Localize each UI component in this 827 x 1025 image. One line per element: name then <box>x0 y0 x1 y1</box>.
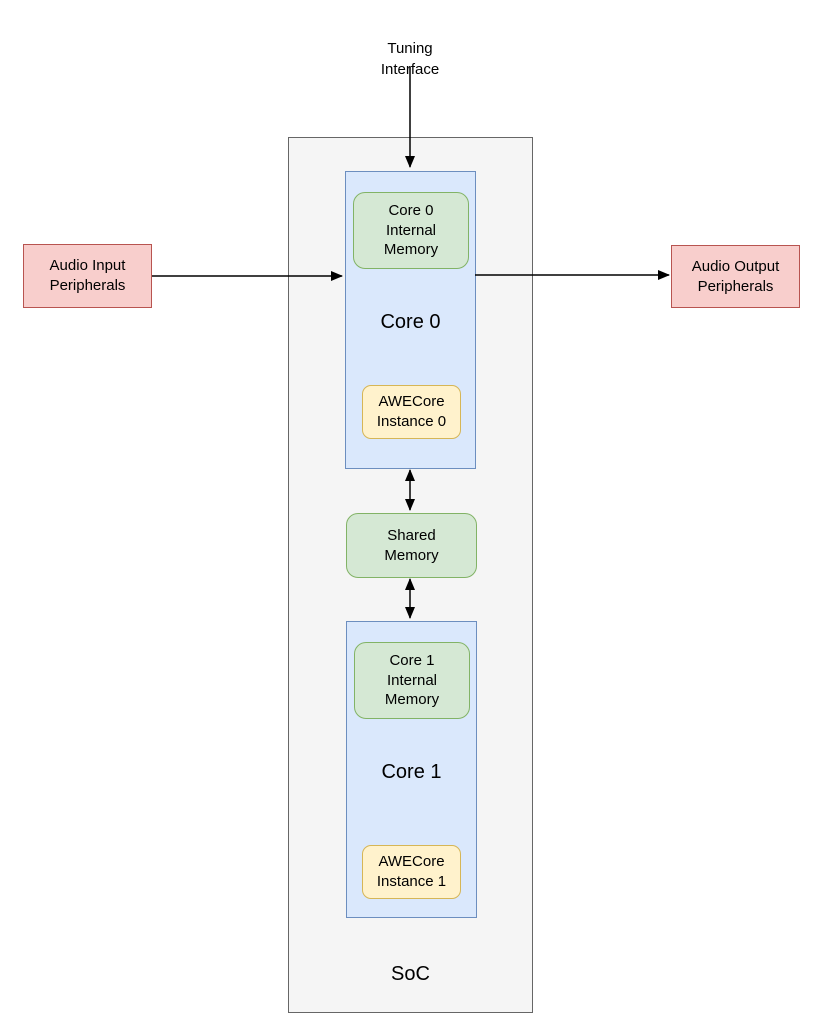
core1-internal-memory-node: Core 1 Internal Memory <box>354 642 470 719</box>
core0-node: Core 0 Internal Memory Core 0 AWECore In… <box>345 171 476 469</box>
awecore-instance1-label: AWECore Instance 1 <box>376 853 447 890</box>
tuning-interface-label-text: Tuning Interface <box>380 40 440 78</box>
tuning-interface-label: Tuning Interface <box>340 19 480 80</box>
audio-input-peripherals-label: Audio Input Peripherals <box>49 257 126 294</box>
shared-memory-label: Shared Memory <box>384 526 439 564</box>
shared-memory-node: Shared Memory <box>346 513 477 578</box>
awecore-instance0-label: AWECore Instance 0 <box>376 393 447 430</box>
audio-output-peripherals-node: Audio Output Peripherals <box>671 245 800 308</box>
awecore-instance1-node: AWECore Instance 1 <box>362 845 461 899</box>
awecore-instance0-node: AWECore Instance 0 <box>362 385 461 439</box>
soc-container: Core 0 Internal Memory Core 0 AWECore In… <box>288 137 533 1013</box>
audio-output-peripherals-label: Audio Output Peripherals <box>691 257 780 295</box>
audio-input-peripherals-node: Audio Input Peripherals <box>23 244 152 308</box>
core1-internal-memory-label: Core 1 Internal Memory <box>384 651 440 709</box>
core0-label: Core 0 <box>380 311 441 333</box>
soc-label: SoC <box>391 963 430 985</box>
core0-internal-memory-label: Core 0 Internal Memory <box>383 201 439 259</box>
core1-label: Core 1 <box>381 761 442 783</box>
core1-node: Core 1 Internal Memory Core 1 AWECore In… <box>346 621 477 918</box>
core0-internal-memory-node: Core 0 Internal Memory <box>353 192 469 269</box>
